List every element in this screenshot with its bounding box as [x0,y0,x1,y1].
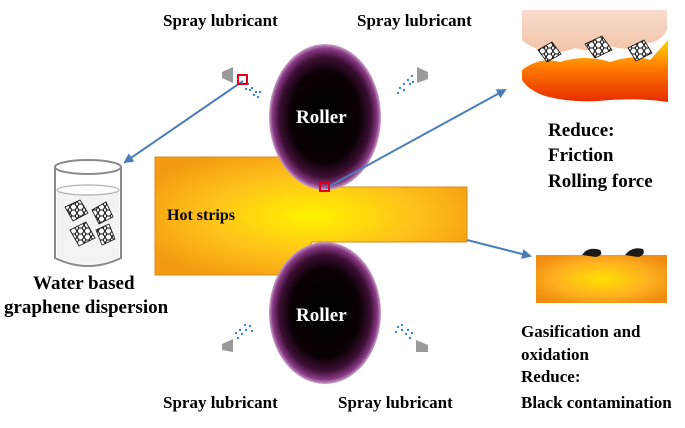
label-gasification-line3: Reduce: [521,367,581,386]
label-spray-top-left: Spray lubricant [163,11,278,30]
label-gasification-line2: oxidation [521,345,590,364]
friction-surface-illustration [522,10,668,102]
label-roller-top: Roller [296,107,347,128]
label-spray-bottom-right: Spray lubricant [338,393,453,412]
label-reduce-rolling-force: Rolling force [548,171,653,192]
roller-top [269,44,381,190]
graphene-flakes-icon [64,199,116,247]
marker-contact [319,182,330,192]
arrow-strip-to-block [466,239,532,259]
label-reduce-friction: Friction [548,145,614,166]
label-hot-strips: Hot strips [167,207,235,224]
label-beaker-line1: Water based [33,273,135,294]
arrow-contact-to-friction [325,89,507,189]
oxidation-block-illustration [536,248,667,303]
label-roller-bottom: Roller [296,305,347,326]
label-beaker-line2: graphene dispersion [4,297,169,318]
spray-nozzle-top-left-icon [222,67,262,99]
label-spray-bottom-left: Spray lubricant [163,393,278,412]
spray-nozzle-bottom-left-icon [222,323,254,352]
roller-bottom [269,242,381,384]
beaker-icon [54,159,122,267]
arrow-nozzle-to-beaker [123,80,244,164]
label-gasification-line1: Gasification and [521,322,641,341]
label-spray-top-right: Spray lubricant [357,11,472,30]
marker-nozzle [237,74,248,85]
spray-nozzle-bottom-right-icon [394,323,428,352]
label-reduce-title: Reduce: [548,120,615,141]
spray-nozzle-top-right-icon [396,67,428,95]
label-gasification-line4: Black contamination [521,393,672,412]
